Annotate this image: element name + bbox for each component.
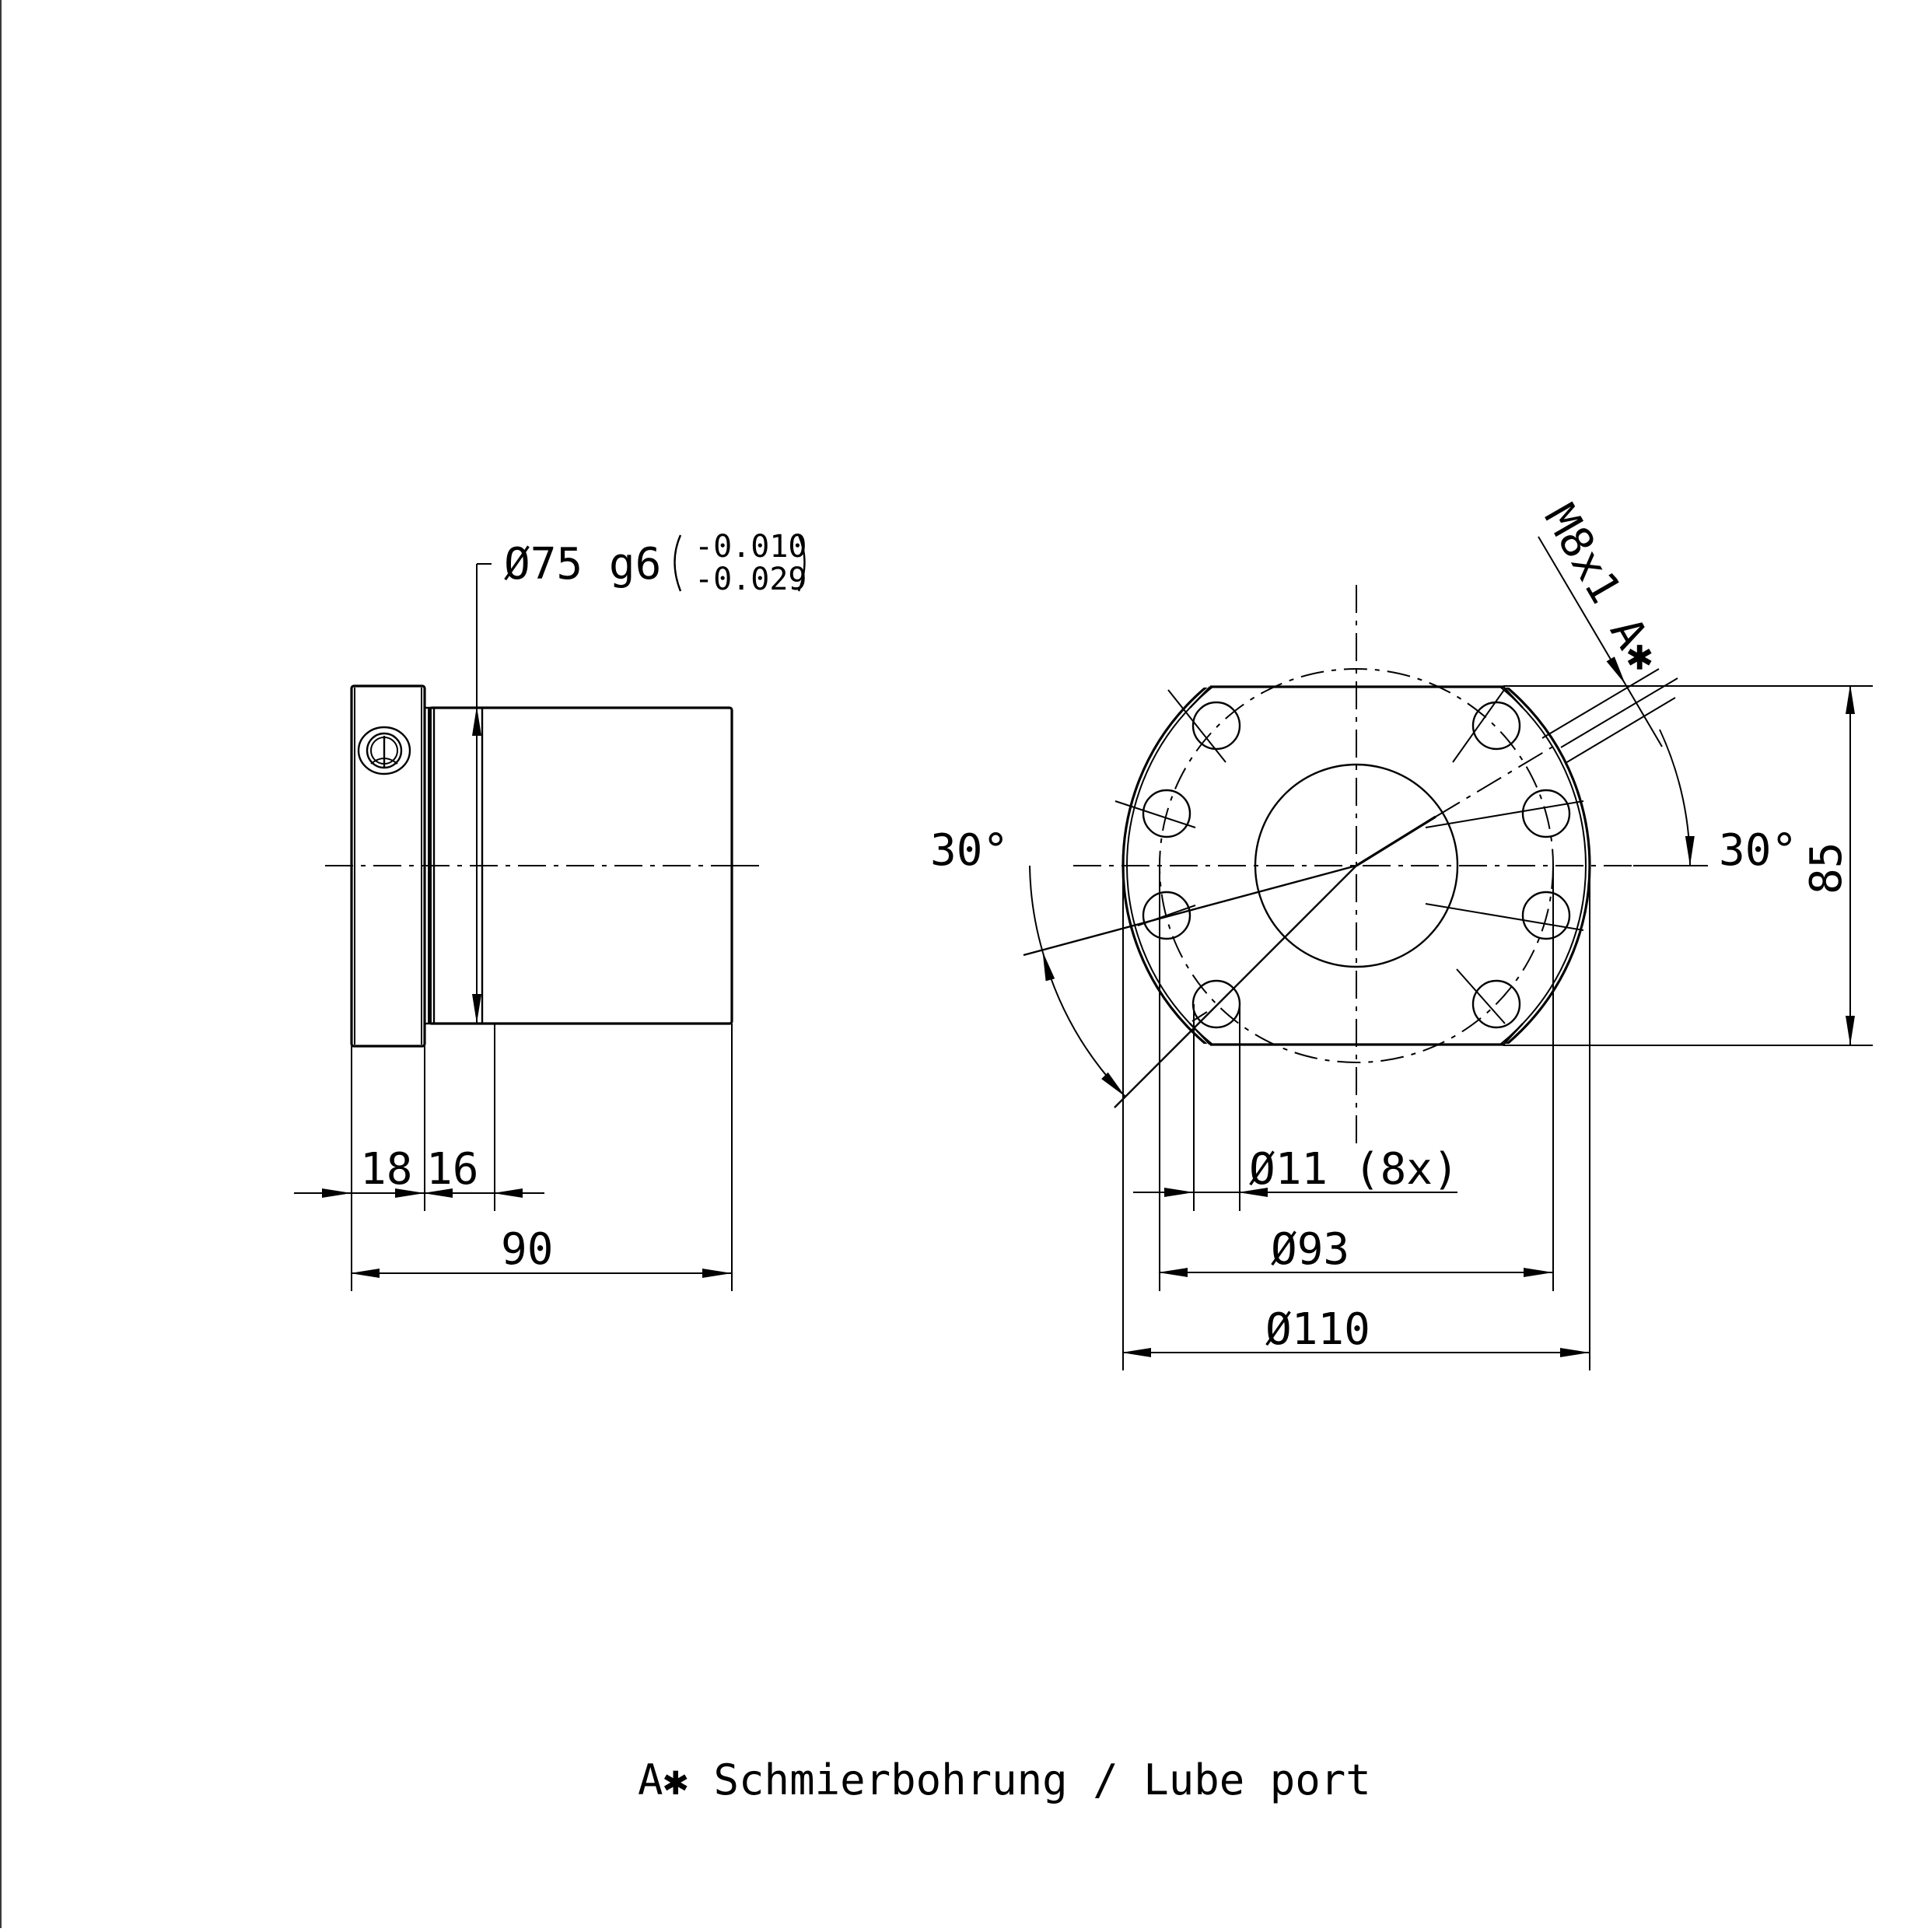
- front-view: 30° 30° M8x1 A✱ 85 Ø11 (: [930, 496, 1873, 1370]
- hole-diameter-label: Ø11 (8x): [1249, 1144, 1459, 1195]
- diameter-75-label: Ø75 g6: [504, 539, 661, 590]
- side-view: Ø75 g6 -0.010 -0.029 18 16 90: [294, 529, 807, 1291]
- tolerance-upper: -0.010: [695, 529, 807, 565]
- angle-arc-left: [1029, 865, 1044, 954]
- angle-right-label: 30°: [1719, 825, 1797, 876]
- tolerance-lower: -0.029: [695, 562, 807, 597]
- angle-left-label: 30°: [930, 825, 1009, 876]
- angle-arc-right: [1659, 729, 1695, 866]
- pcd-label: Ø93: [1271, 1224, 1349, 1275]
- dim-18: 18: [360, 1144, 412, 1195]
- bolt-holes: [1114, 689, 1584, 1029]
- dim-85: 85: [1801, 842, 1852, 894]
- footnote-lube-port: A✱ Schmierbohrung / Lube port: [638, 1755, 1371, 1804]
- lube-port-label: M8x1 A✱: [1534, 496, 1670, 681]
- outer-diameter-label: Ø110: [1265, 1304, 1370, 1355]
- sheet-border-left: [0, 0, 2, 1928]
- lube-port-symbol: [357, 726, 411, 775]
- dim-90: 90: [501, 1224, 553, 1275]
- dim-16: 16: [426, 1144, 478, 1195]
